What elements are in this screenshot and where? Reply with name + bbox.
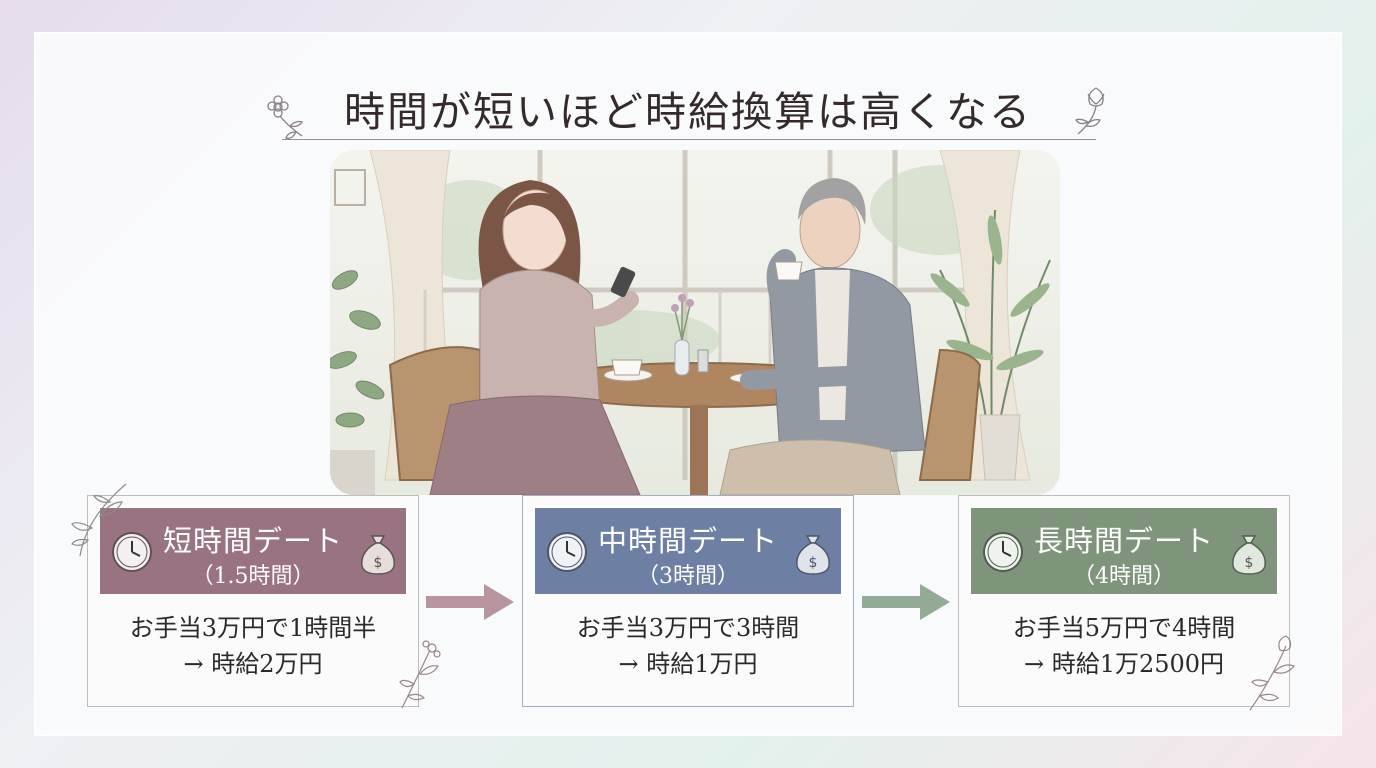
svg-text:$: $ — [809, 555, 818, 571]
arrow-right-icon — [426, 584, 514, 620]
clock-icon — [112, 532, 152, 572]
card-rate-line: → 時給1万2500円 — [1023, 650, 1225, 678]
medium-date-card-header: 中時間デート （3時間） $ — [533, 506, 843, 596]
card-subtitle: （4時間） — [1073, 564, 1175, 589]
card-body: お手当5万円で4時間 → 時給1万2500円 — [959, 610, 1289, 682]
arrow-right-icon — [862, 584, 950, 620]
card-detail-line: お手当3万円で3時間 — [576, 614, 800, 642]
svg-text:$: $ — [374, 555, 383, 571]
tulip-sprig-icon — [1075, 87, 1105, 135]
svg-text:$: $ — [1245, 555, 1254, 571]
cafe-couple-illustration — [330, 150, 1060, 495]
long-date-card-header: 長時間デート （4時間） $ — [969, 506, 1279, 596]
money-bag-icon: $ — [361, 535, 395, 575]
short-date-card: 短時間デート （1.5時間） $ お手当3万円で1時間半 → 時給2万円 — [87, 495, 419, 707]
long-date-card: 長時間デート （4時間） $ お手当5万円で4時間 → 時給1万2500円 — [958, 495, 1290, 707]
card-body: お手当3万円で3時間 → 時給1万円 — [523, 610, 853, 682]
flower-sprig-icon — [1249, 635, 1295, 711]
short-date-card-header: 短時間デート （1.5時間） $ — [98, 506, 408, 596]
card-title: 中時間デート — [597, 524, 778, 558]
clock-icon — [547, 532, 587, 572]
flower-sprig-icon — [267, 95, 304, 140]
page-title: 時間が短いほど時給換算は高くなる — [344, 88, 1032, 136]
card-subtitle: （1.5時間） — [191, 564, 315, 589]
money-bag-icon: $ — [1232, 535, 1266, 575]
title-underline — [282, 139, 1096, 140]
card-detail-line: お手当3万円で1時間半 — [129, 614, 377, 642]
card-title: 短時間デート — [162, 524, 343, 558]
money-bag-icon: $ — [796, 535, 830, 575]
flower-sprig-icon — [399, 640, 441, 709]
card-detail-line: お手当5万円で4時間 — [1012, 614, 1236, 642]
card-rate-line: → 時給2万円 — [183, 650, 323, 678]
card-subtitle: （3時間） — [637, 564, 739, 589]
medium-date-card: 中時間デート （3時間） $ お手当3万円で3時間 → 時給1万円 — [522, 495, 854, 707]
card-body: お手当3万円で1時間半 → 時給2万円 — [88, 610, 418, 682]
leaf-sprig-icon — [71, 483, 127, 557]
clock-icon — [983, 532, 1023, 572]
card-title: 長時間デート — [1033, 524, 1214, 558]
card-rate-line: → 時給1万円 — [618, 650, 758, 678]
